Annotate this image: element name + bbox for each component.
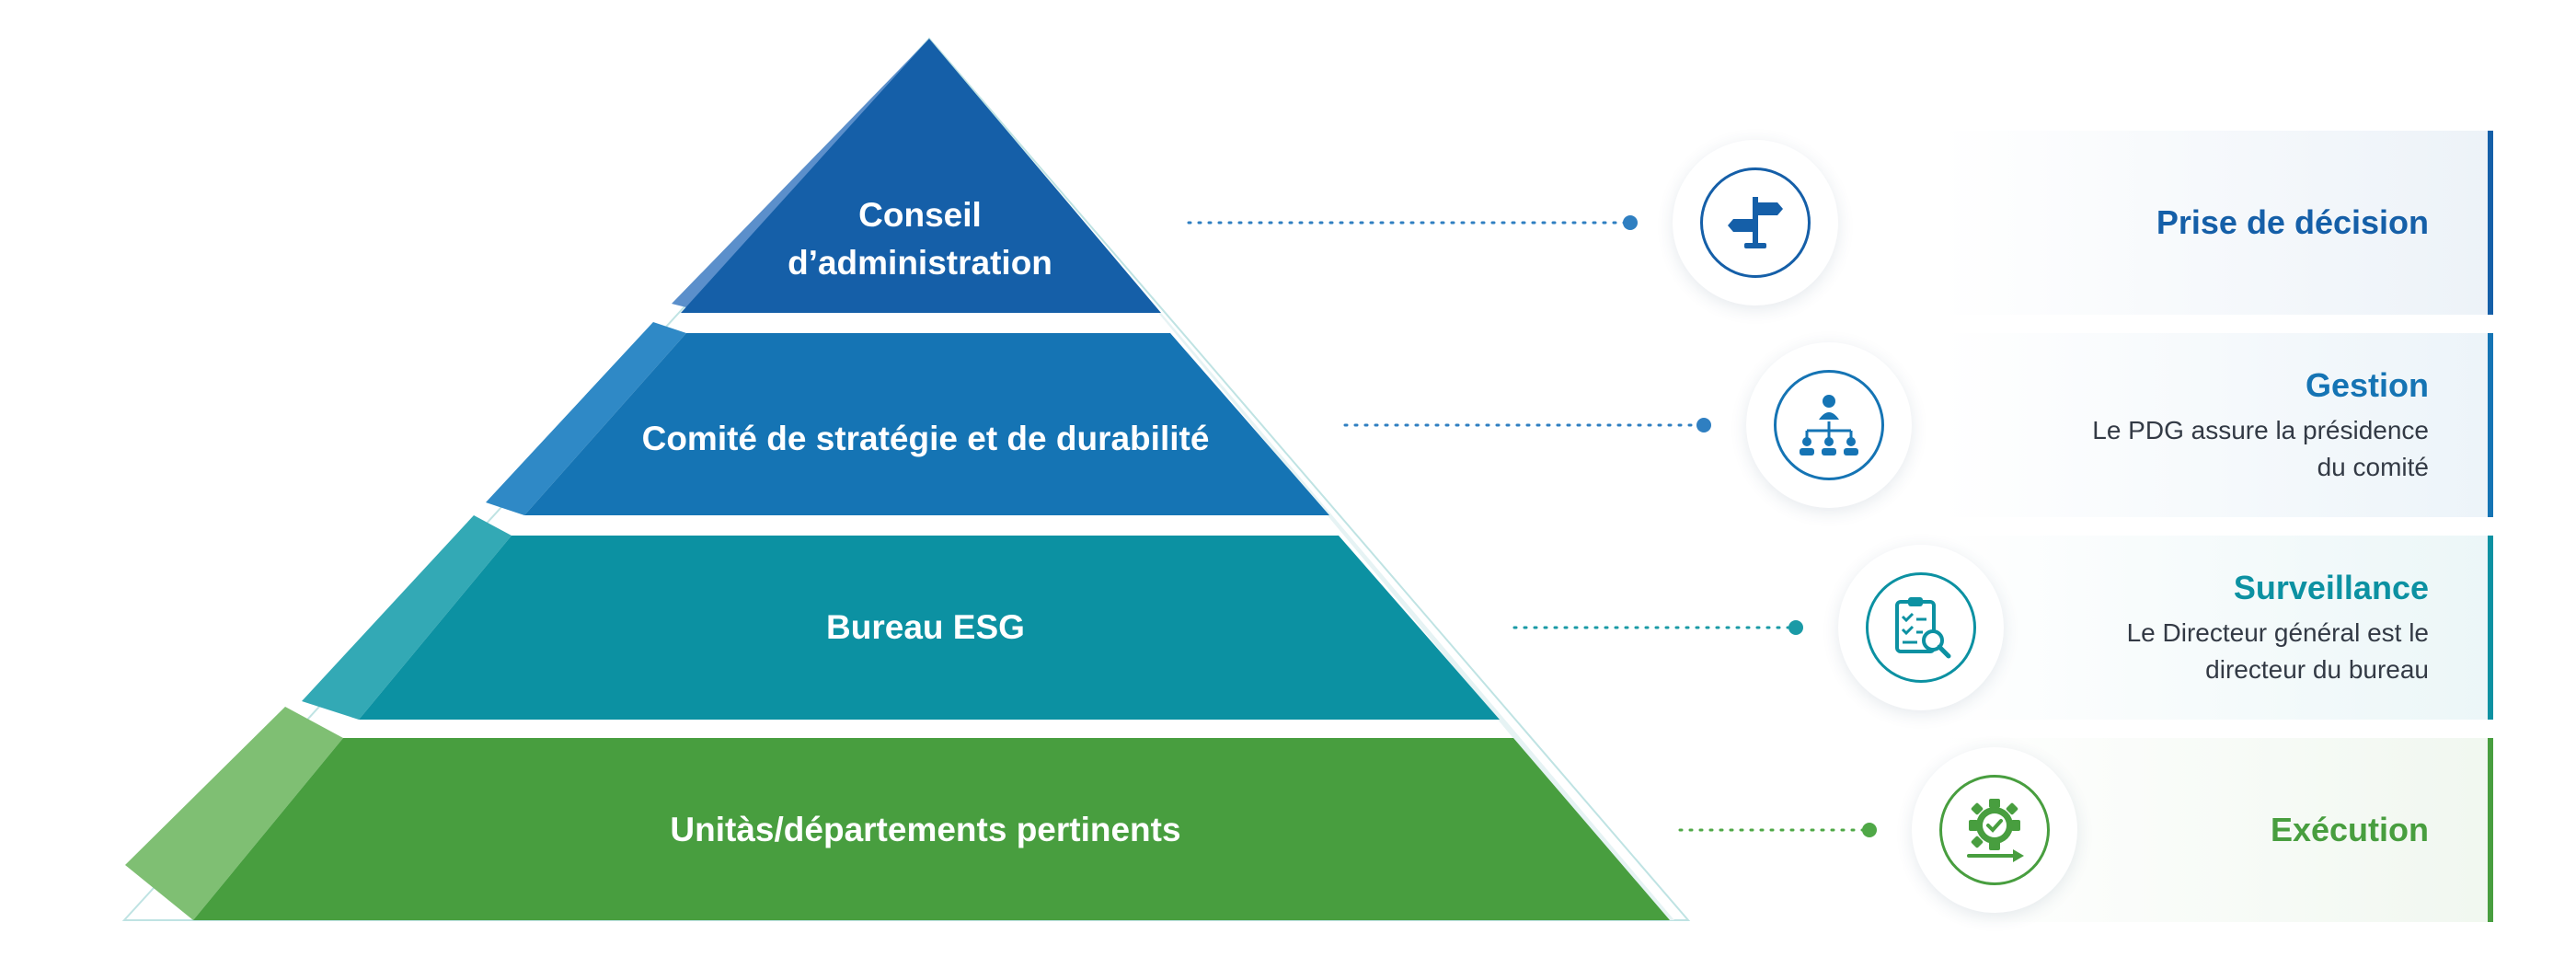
- role-panel-decision: Prise de décision: [1941, 131, 2493, 315]
- tier-2-label: Comité de stratégie et de durabilité: [641, 420, 1210, 457]
- badge-management: [1746, 342, 1912, 508]
- tier-4-shape: [193, 738, 1670, 920]
- role-title-management: Gestion: [2305, 366, 2429, 404]
- role-title-oversight: Surveillance: [2233, 569, 2429, 606]
- role-panel-oversight: Surveillance Le Directeur général est le…: [1941, 536, 2493, 720]
- tier-1-shape: [681, 39, 1161, 313]
- clipboard-search-icon: [1866, 572, 1976, 683]
- connector-oversight-dot: [1788, 620, 1803, 635]
- tier-3-label: Bureau ESG: [826, 608, 1025, 646]
- role-description-oversight: Le Directeur général est le directeur du…: [2126, 618, 2429, 684]
- connector-management-dot: [1696, 418, 1711, 432]
- tier-1-side: [672, 39, 929, 313]
- gear-check-icon: [1939, 775, 2050, 885]
- tier-1-label: Conseil d’administration: [788, 196, 1052, 282]
- role-description-management: Le PDG assure la présidence du comité: [2092, 416, 2429, 481]
- org-chart-icon: [1774, 370, 1884, 480]
- role-title-decision: Prise de décision: [2156, 203, 2429, 241]
- tier-4-side: [125, 707, 343, 920]
- role-panel-management: Gestion Le PDG assure la présidence du c…: [1941, 333, 2493, 517]
- tier-3-side: [302, 515, 512, 720]
- tier-2-shape: [524, 333, 1329, 515]
- badge-oversight: [1838, 545, 2004, 710]
- role-title-execution: Exécution: [2270, 811, 2429, 848]
- badge-execution: [1912, 747, 2077, 913]
- tier-2-side: [486, 322, 686, 515]
- tier-3-shape: [359, 536, 1500, 720]
- connector-decision-dot: [1623, 215, 1638, 230]
- connector-execution-dot: [1862, 823, 1877, 837]
- badge-decision: [1673, 140, 1838, 306]
- signpost-icon: [1700, 167, 1811, 278]
- tier-4-label: Unitàs/départements pertinents: [670, 811, 1181, 848]
